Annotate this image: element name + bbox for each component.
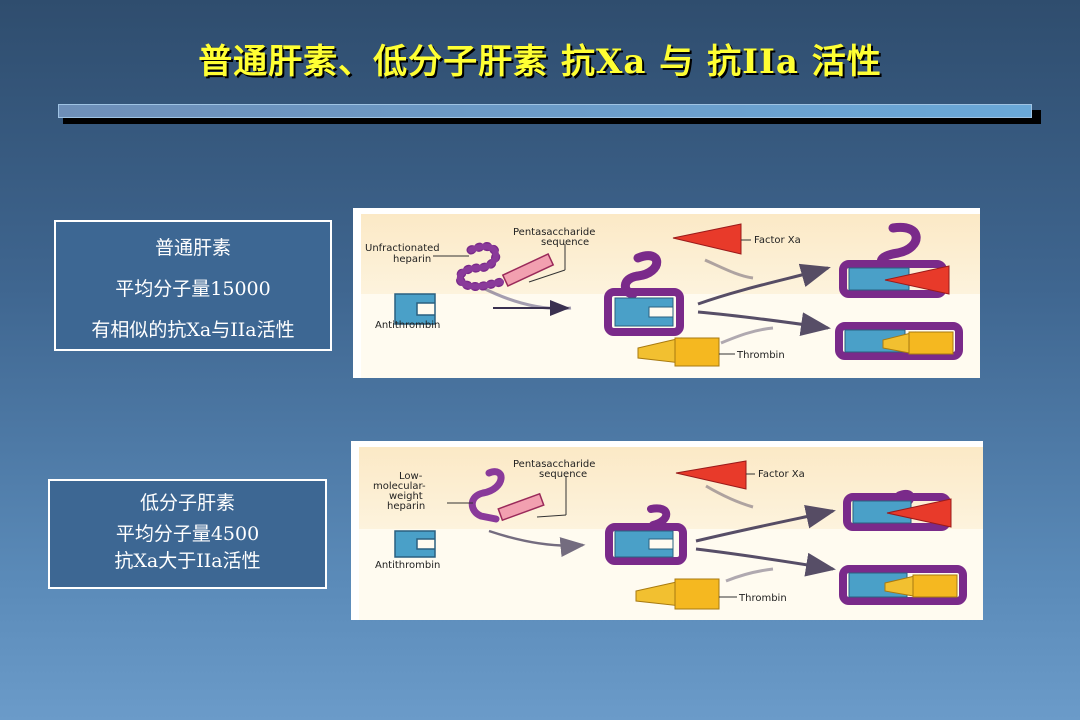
ufh-factor-xa-label: Factor Xa bbox=[754, 235, 801, 246]
ufh-name: 普通肝素 bbox=[154, 237, 231, 259]
lmwh-label-line2: molecular- bbox=[373, 481, 426, 492]
lmwh-factor-xa-label: Factor Xa bbox=[758, 469, 805, 480]
lmwh-penta-label-line1: Pentasaccharide bbox=[513, 459, 595, 470]
ufh-antithrombin-label: Antithrombin bbox=[375, 320, 440, 331]
lmwh-penta-label-line2: sequence bbox=[539, 469, 587, 480]
slide-title: 普通肝素、低分子肝素 抗Xa 与 抗IIa 活性 bbox=[198, 42, 882, 82]
lmwh-label-line4: heparin bbox=[387, 501, 425, 512]
ufh-activity: 有相似的抗Xa与IIa活性 bbox=[91, 319, 295, 341]
unfractionated-heparin-info-box: 普通肝素 平均分子量15000 有相似的抗Xa与IIa活性 bbox=[54, 220, 332, 351]
lmwh-name: 低分子肝素 bbox=[139, 492, 235, 514]
lmwh-info-box: 低分子肝素 平均分子量4500 抗Xa大于IIa活性 bbox=[48, 479, 327, 589]
lmwh-mechanism-diagram: Low- molecular- weight heparin Pentasacc… bbox=[351, 441, 983, 620]
ufh-molecular-weight: 平均分子量15000 bbox=[115, 278, 271, 300]
ufh-penta-label-line2: sequence bbox=[541, 237, 589, 248]
title-underline-bar bbox=[58, 104, 1032, 118]
lmwh-activity: 抗Xa大于IIa活性 bbox=[114, 550, 261, 572]
ufh-label-line2: heparin bbox=[393, 254, 431, 265]
ufh-penta-label-line1: Pentasaccharide bbox=[513, 227, 595, 238]
lmwh-molecular-weight: 平均分子量4500 bbox=[115, 523, 260, 545]
lmwh-antithrombin-label: Antithrombin bbox=[375, 560, 440, 571]
lmwh-thrombin-label: Thrombin bbox=[738, 593, 787, 604]
ufh-thrombin-label: Thrombin bbox=[736, 350, 785, 361]
lmwh-label-line1: Low- bbox=[399, 471, 423, 482]
lmwh-label-line3: weight bbox=[389, 491, 423, 502]
ufh-mechanism-diagram: Unfractionated heparin Pentasaccharide s… bbox=[353, 208, 980, 378]
ufh-label-line1: Unfractionated bbox=[365, 243, 440, 254]
